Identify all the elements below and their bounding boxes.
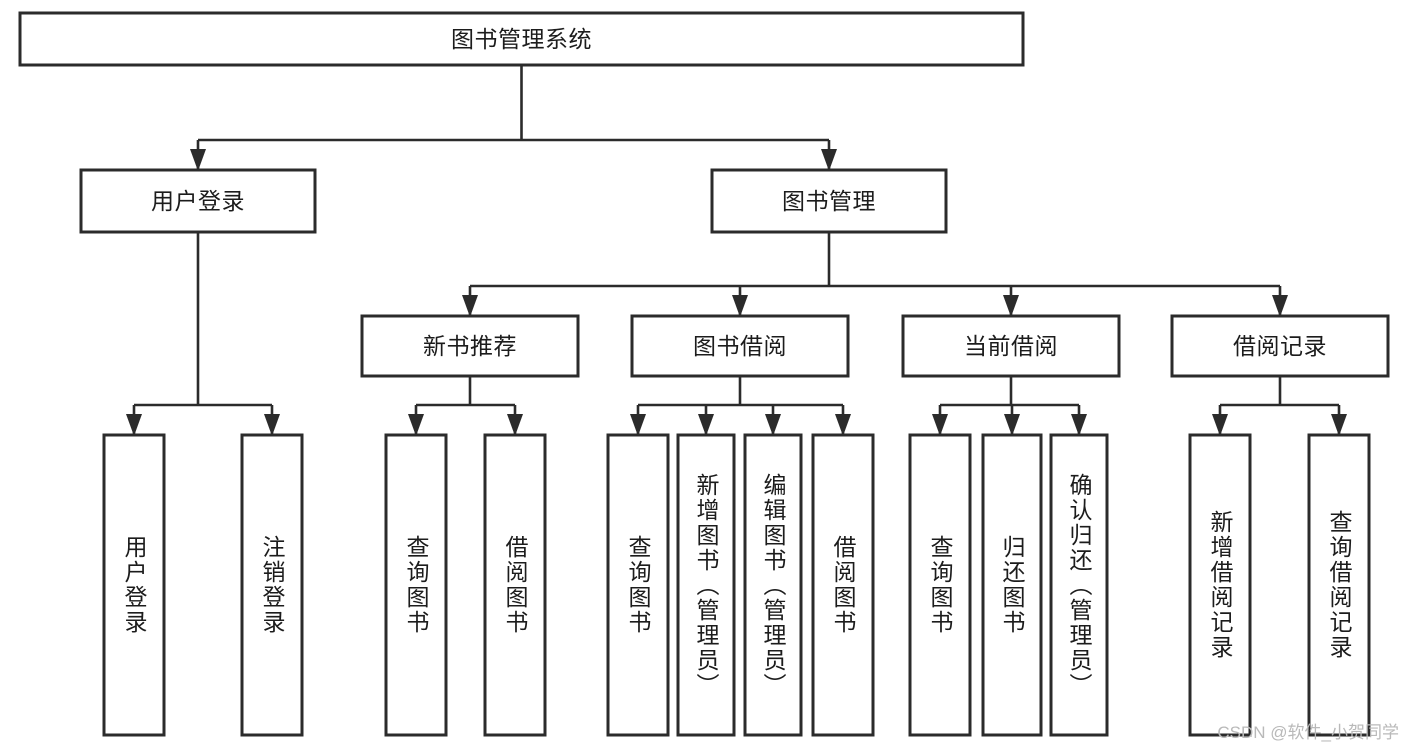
node-box-new-book-rec[interactable] (360, 314, 580, 378)
node-root[interactable] (20, 13, 1023, 65)
node-box-leaf-return-book[interactable] (981, 433, 1043, 737)
node-box-leaf-user-login[interactable] (102, 433, 166, 737)
node-box-leaf-confirm-return[interactable] (1049, 433, 1109, 737)
node-box-leaf-query-book-cur[interactable] (908, 433, 972, 737)
node-leaf-borrow-book[interactable] (813, 435, 873, 735)
node-box-borrow-record[interactable] (1170, 314, 1390, 378)
node-book-borrow[interactable] (632, 316, 848, 376)
node-leaf-query-book-cur[interactable] (910, 435, 970, 735)
arrow-head-icon-leaf-user-login (126, 414, 142, 436)
arrow-head-icon-leaf-confirm-return (1071, 414, 1087, 436)
node-box-leaf-borrow-book[interactable] (811, 433, 875, 737)
arrow-head-icon-leaf-logout (264, 414, 280, 436)
node-box-leaf-query-record[interactable] (1307, 433, 1371, 737)
arrow-head-icon-current-borrow (1003, 295, 1019, 317)
nodes-layer (18, 11, 1390, 737)
node-leaf-add-record[interactable] (1190, 435, 1250, 735)
node-leaf-confirm-return[interactable] (1051, 435, 1107, 735)
arrow-head-icon-leaf-query-record (1331, 414, 1347, 436)
node-user-login[interactable] (81, 170, 315, 232)
node-leaf-return-book[interactable] (983, 435, 1041, 735)
arrow-head-icon-new-book-rec (462, 295, 478, 317)
arrow-head-icon-leaf-query-book-cur (932, 414, 948, 436)
node-new-book-rec[interactable] (362, 316, 578, 376)
node-leaf-user-login[interactable] (104, 435, 164, 735)
node-box-leaf-add-record[interactable] (1188, 433, 1252, 737)
node-leaf-logout[interactable] (242, 435, 302, 735)
edges-layer (126, 65, 1347, 436)
node-leaf-query-book-rec[interactable] (386, 435, 446, 735)
arrow-head-icon-leaf-query-book-borrow (630, 414, 646, 436)
node-box-root[interactable] (18, 11, 1025, 67)
node-leaf-edit-book[interactable] (745, 435, 801, 735)
arrow-head-icon-leaf-add-book (698, 414, 714, 436)
watermark: CSDN @软件_小贺同学 (1217, 723, 1399, 742)
arrow-head-icon-leaf-borrow-book-rec (507, 414, 523, 436)
node-leaf-add-book[interactable] (678, 435, 734, 735)
node-current-borrow[interactable] (903, 316, 1119, 376)
node-box-leaf-borrow-book-rec[interactable] (483, 433, 547, 737)
node-book-manage[interactable] (712, 170, 946, 232)
arrow-head-icon-leaf-borrow-book (835, 414, 851, 436)
node-box-book-borrow[interactable] (630, 314, 850, 378)
arrow-head-icon-leaf-return-book (1004, 414, 1020, 436)
arrow-head-icon-leaf-edit-book (765, 414, 781, 436)
node-box-leaf-logout[interactable] (240, 433, 304, 737)
arrow-head-icon-leaf-query-book-rec (408, 414, 424, 436)
node-box-leaf-edit-book[interactable] (743, 433, 803, 737)
node-box-current-borrow[interactable] (901, 314, 1121, 378)
arrow-head-icon-borrow-record (1272, 295, 1288, 317)
node-leaf-query-record[interactable] (1309, 435, 1369, 735)
node-leaf-borrow-book-rec[interactable] (485, 435, 545, 735)
arrow-head-icon-book-borrow (732, 295, 748, 317)
node-box-leaf-query-book-rec[interactable] (384, 433, 448, 737)
node-leaf-query-book-borrow[interactable] (608, 435, 668, 735)
node-box-user-login[interactable] (79, 168, 317, 234)
arrow-head-icon-book-manage (821, 149, 837, 171)
arrow-head-icon-user-login (190, 149, 206, 171)
node-box-leaf-query-book-borrow[interactable] (606, 433, 670, 737)
node-borrow-record[interactable] (1172, 316, 1388, 376)
arrow-head-icon-leaf-add-record (1212, 414, 1228, 436)
node-box-book-manage[interactable] (710, 168, 948, 234)
node-box-leaf-add-book[interactable] (676, 433, 736, 737)
